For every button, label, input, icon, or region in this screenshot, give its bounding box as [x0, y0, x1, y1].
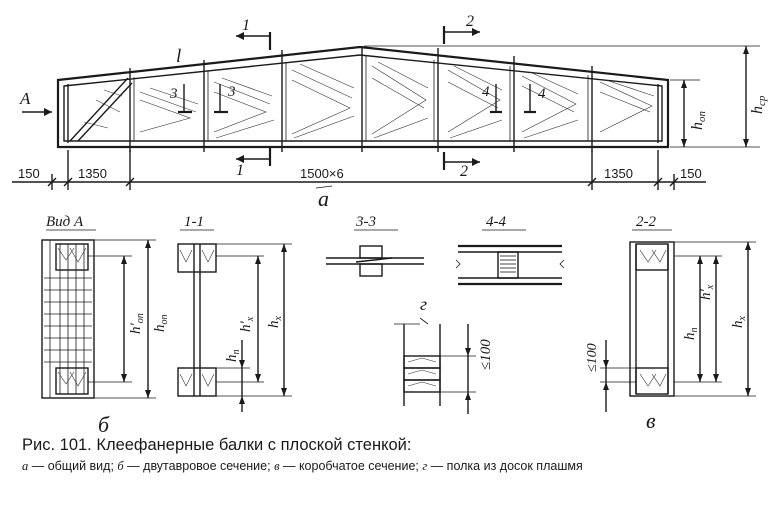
svg-text:4-4: 4-4 — [486, 214, 506, 230]
top-chord-label: l — [176, 46, 181, 67]
caption-title: Рис. 101. Клеефанерные балки с плоской с… — [22, 436, 412, 454]
section-mark-4: 4 4 — [482, 84, 546, 114]
view-arrow-a: A — [19, 89, 52, 116]
fig-letter-a: а — [318, 186, 329, 211]
svg-text:2-2: 2-2 — [636, 214, 656, 230]
svg-text:1-1: 1-1 — [184, 214, 204, 230]
section-mark-1: 1 1 — [236, 17, 272, 179]
beam-elevation — [56, 45, 670, 152]
svg-text:hср: hср — [749, 95, 768, 114]
svg-text:hп: hп — [224, 350, 242, 363]
figure-caption: Рис. 101. Клеефанерные балки с плоской с… — [22, 436, 762, 473]
fig-letter-b: б — [98, 412, 110, 437]
caption-legend: а — общий вид; б — двутавровое сечение; … — [22, 459, 583, 473]
view-a-label: A — [19, 89, 31, 108]
section-2-2: 2-2 hп h'x hx ≤100 в — [585, 214, 756, 433]
svg-text:3: 3 — [169, 86, 178, 102]
span-dimension-line: 150 1350 1500×6 1350 150 а — [12, 150, 706, 211]
fig-letter-v: в — [646, 408, 656, 433]
dim-1350-left: 1350 — [78, 166, 107, 181]
svg-text:≤100: ≤100 — [478, 339, 494, 370]
svg-text:3: 3 — [227, 84, 236, 100]
svg-text:Вид А: Вид А — [46, 214, 84, 230]
svg-text:4: 4 — [482, 84, 490, 100]
section-mark-2: 2 2 — [442, 13, 480, 180]
section-3-3: 3-3 — [326, 214, 424, 277]
svg-text:h'оп: h'оп — [128, 313, 146, 334]
height-dimensions: hоп hср — [364, 45, 768, 148]
svg-text:hоп: hоп — [152, 315, 170, 333]
svg-text:2: 2 — [460, 163, 468, 180]
dim-150-left: 150 — [18, 166, 40, 181]
view-a: Вид А h'оп hоп б — [41, 214, 170, 437]
section-mark-3: 3 3 — [169, 84, 236, 114]
svg-text:1: 1 — [242, 17, 250, 34]
section-4-4: 4-4 — [455, 214, 565, 286]
beam-drawing: A l 1 1 2 2 3 3 4 4 — [12, 13, 768, 437]
dim-1350-right: 1350 — [604, 166, 633, 181]
svg-text:h'x: h'x — [238, 316, 256, 332]
section-1-1: 1-1 h'x hx hп — [177, 214, 292, 412]
svg-text:hx: hx — [266, 316, 284, 329]
svg-text:1: 1 — [236, 162, 244, 179]
svg-text:hоп: hоп — [689, 111, 708, 131]
dim-middle: 1500×6 — [300, 166, 344, 181]
svg-text:≤100: ≤100 — [585, 343, 600, 372]
svg-text:4: 4 — [538, 86, 546, 102]
svg-text:3-3: 3-3 — [355, 214, 376, 230]
svg-text:h'x: h'x — [698, 284, 716, 300]
detail-g: г ≤100 — [394, 294, 494, 414]
fig-letter-g: г — [420, 294, 427, 314]
svg-text:hx: hx — [730, 316, 748, 329]
svg-text:2: 2 — [466, 13, 474, 30]
dim-150-right: 150 — [680, 166, 702, 181]
svg-text:hп: hп — [682, 328, 700, 341]
